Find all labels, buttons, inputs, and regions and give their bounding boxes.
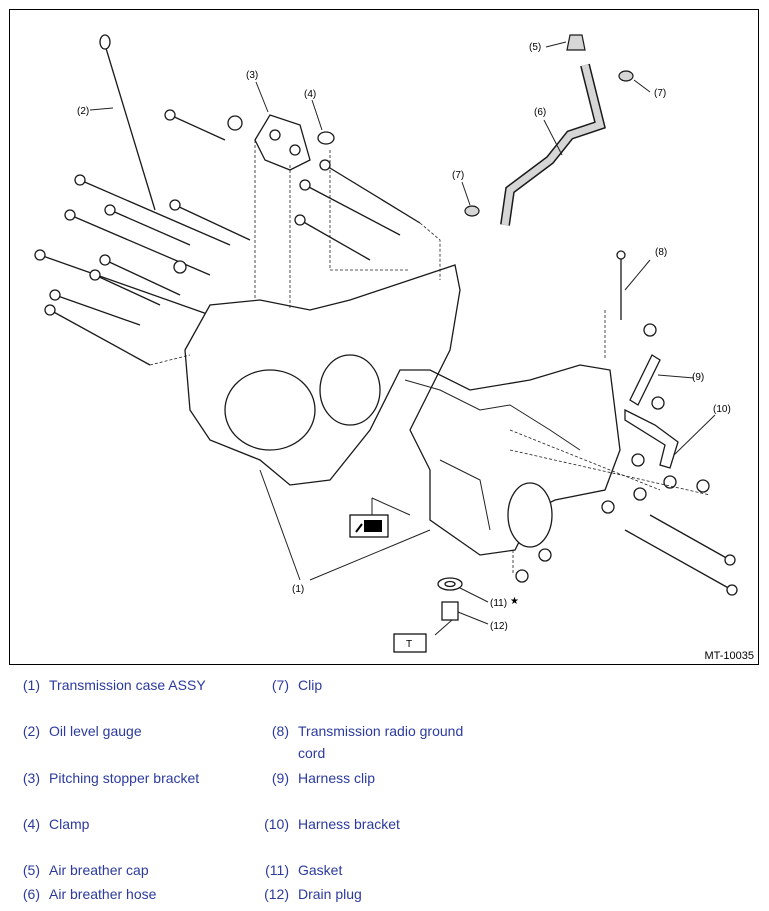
parts-legend: (1) Transmission case ASSY (2) Oil level… (0, 670, 769, 911)
callout-5: (5) (529, 42, 541, 53)
legend-label: Transmission case ASSY (49, 677, 206, 693)
legend-number: (10) (264, 816, 289, 832)
callout-10: (10) (713, 404, 731, 415)
diagram-code: MT-10035 (704, 650, 754, 662)
harness-bracket (624, 408, 716, 469)
legend-label: Clamp (49, 816, 90, 832)
exploded-view-diagram: (1) (2) (3) (4) (5) (6) (7) (7) (8) (9) … (9, 9, 759, 665)
ground-cord (616, 250, 651, 320)
transmission-case (184, 264, 621, 581)
callout-7b: (7) (452, 170, 464, 181)
legend-number: (8) (271, 723, 289, 739)
liquid-gasket-symbol (349, 497, 411, 538)
legend-number: (2) (22, 723, 40, 739)
legend-number: (7) (271, 677, 289, 693)
legend-number: (11) (265, 862, 289, 878)
air-breather-assembly (500, 34, 606, 226)
torque-box (393, 633, 427, 653)
torque-label: T (406, 639, 412, 650)
legend-label: Gasket (298, 862, 343, 878)
harness-clip (629, 354, 695, 406)
legend-number: (6) (22, 886, 40, 902)
pitching-stopper-bracket (254, 81, 311, 171)
legend-label: Clip (298, 677, 323, 693)
callout-12: (12) (490, 621, 508, 632)
diagram-drawing: (1) (2) (3) (4) (5) (6) (7) (7) (8) (9) … (34, 34, 738, 653)
callout-8: (8) (655, 247, 667, 258)
callout-3: (3) (246, 70, 258, 81)
legend-number: (12) (264, 886, 289, 902)
gasket-and-drain-plug (434, 577, 489, 636)
legend-label: Pitching stopper bracket (49, 770, 200, 786)
legend-number: (5) (22, 862, 40, 878)
callout-1: (1) (292, 584, 304, 595)
callout-4: (4) (304, 89, 316, 100)
clamp (311, 99, 335, 145)
legend-label: Harness clip (298, 770, 376, 786)
callout-2: (2) (77, 106, 89, 117)
legend-label: Air breather cap (49, 862, 149, 878)
legend-label: Oil level gauge (49, 723, 142, 739)
clips (461, 70, 651, 217)
legend-number: (4) (22, 816, 40, 832)
callout-6: (6) (534, 107, 546, 118)
legend-label: Transmission radio ground cord (298, 723, 464, 761)
bolts-left (34, 109, 251, 366)
guide-lines (149, 140, 711, 575)
legend-label: Harness bracket (298, 816, 400, 832)
bolts-top-middle (294, 159, 421, 261)
legend-label: Air breather hose (49, 886, 157, 902)
legend-number: (9) (271, 770, 289, 786)
legend-number: (3) (22, 770, 40, 786)
oil-level-gauge (89, 34, 156, 211)
callout-9: (9) (692, 372, 704, 383)
legend-label: Drain plug (298, 886, 362, 902)
callout-7a: (7) (654, 88, 666, 99)
callout-star: ★ (510, 596, 519, 607)
legend-number: (1) (22, 677, 40, 693)
callout-11: (11) (490, 598, 507, 609)
nuts-right (515, 323, 738, 596)
